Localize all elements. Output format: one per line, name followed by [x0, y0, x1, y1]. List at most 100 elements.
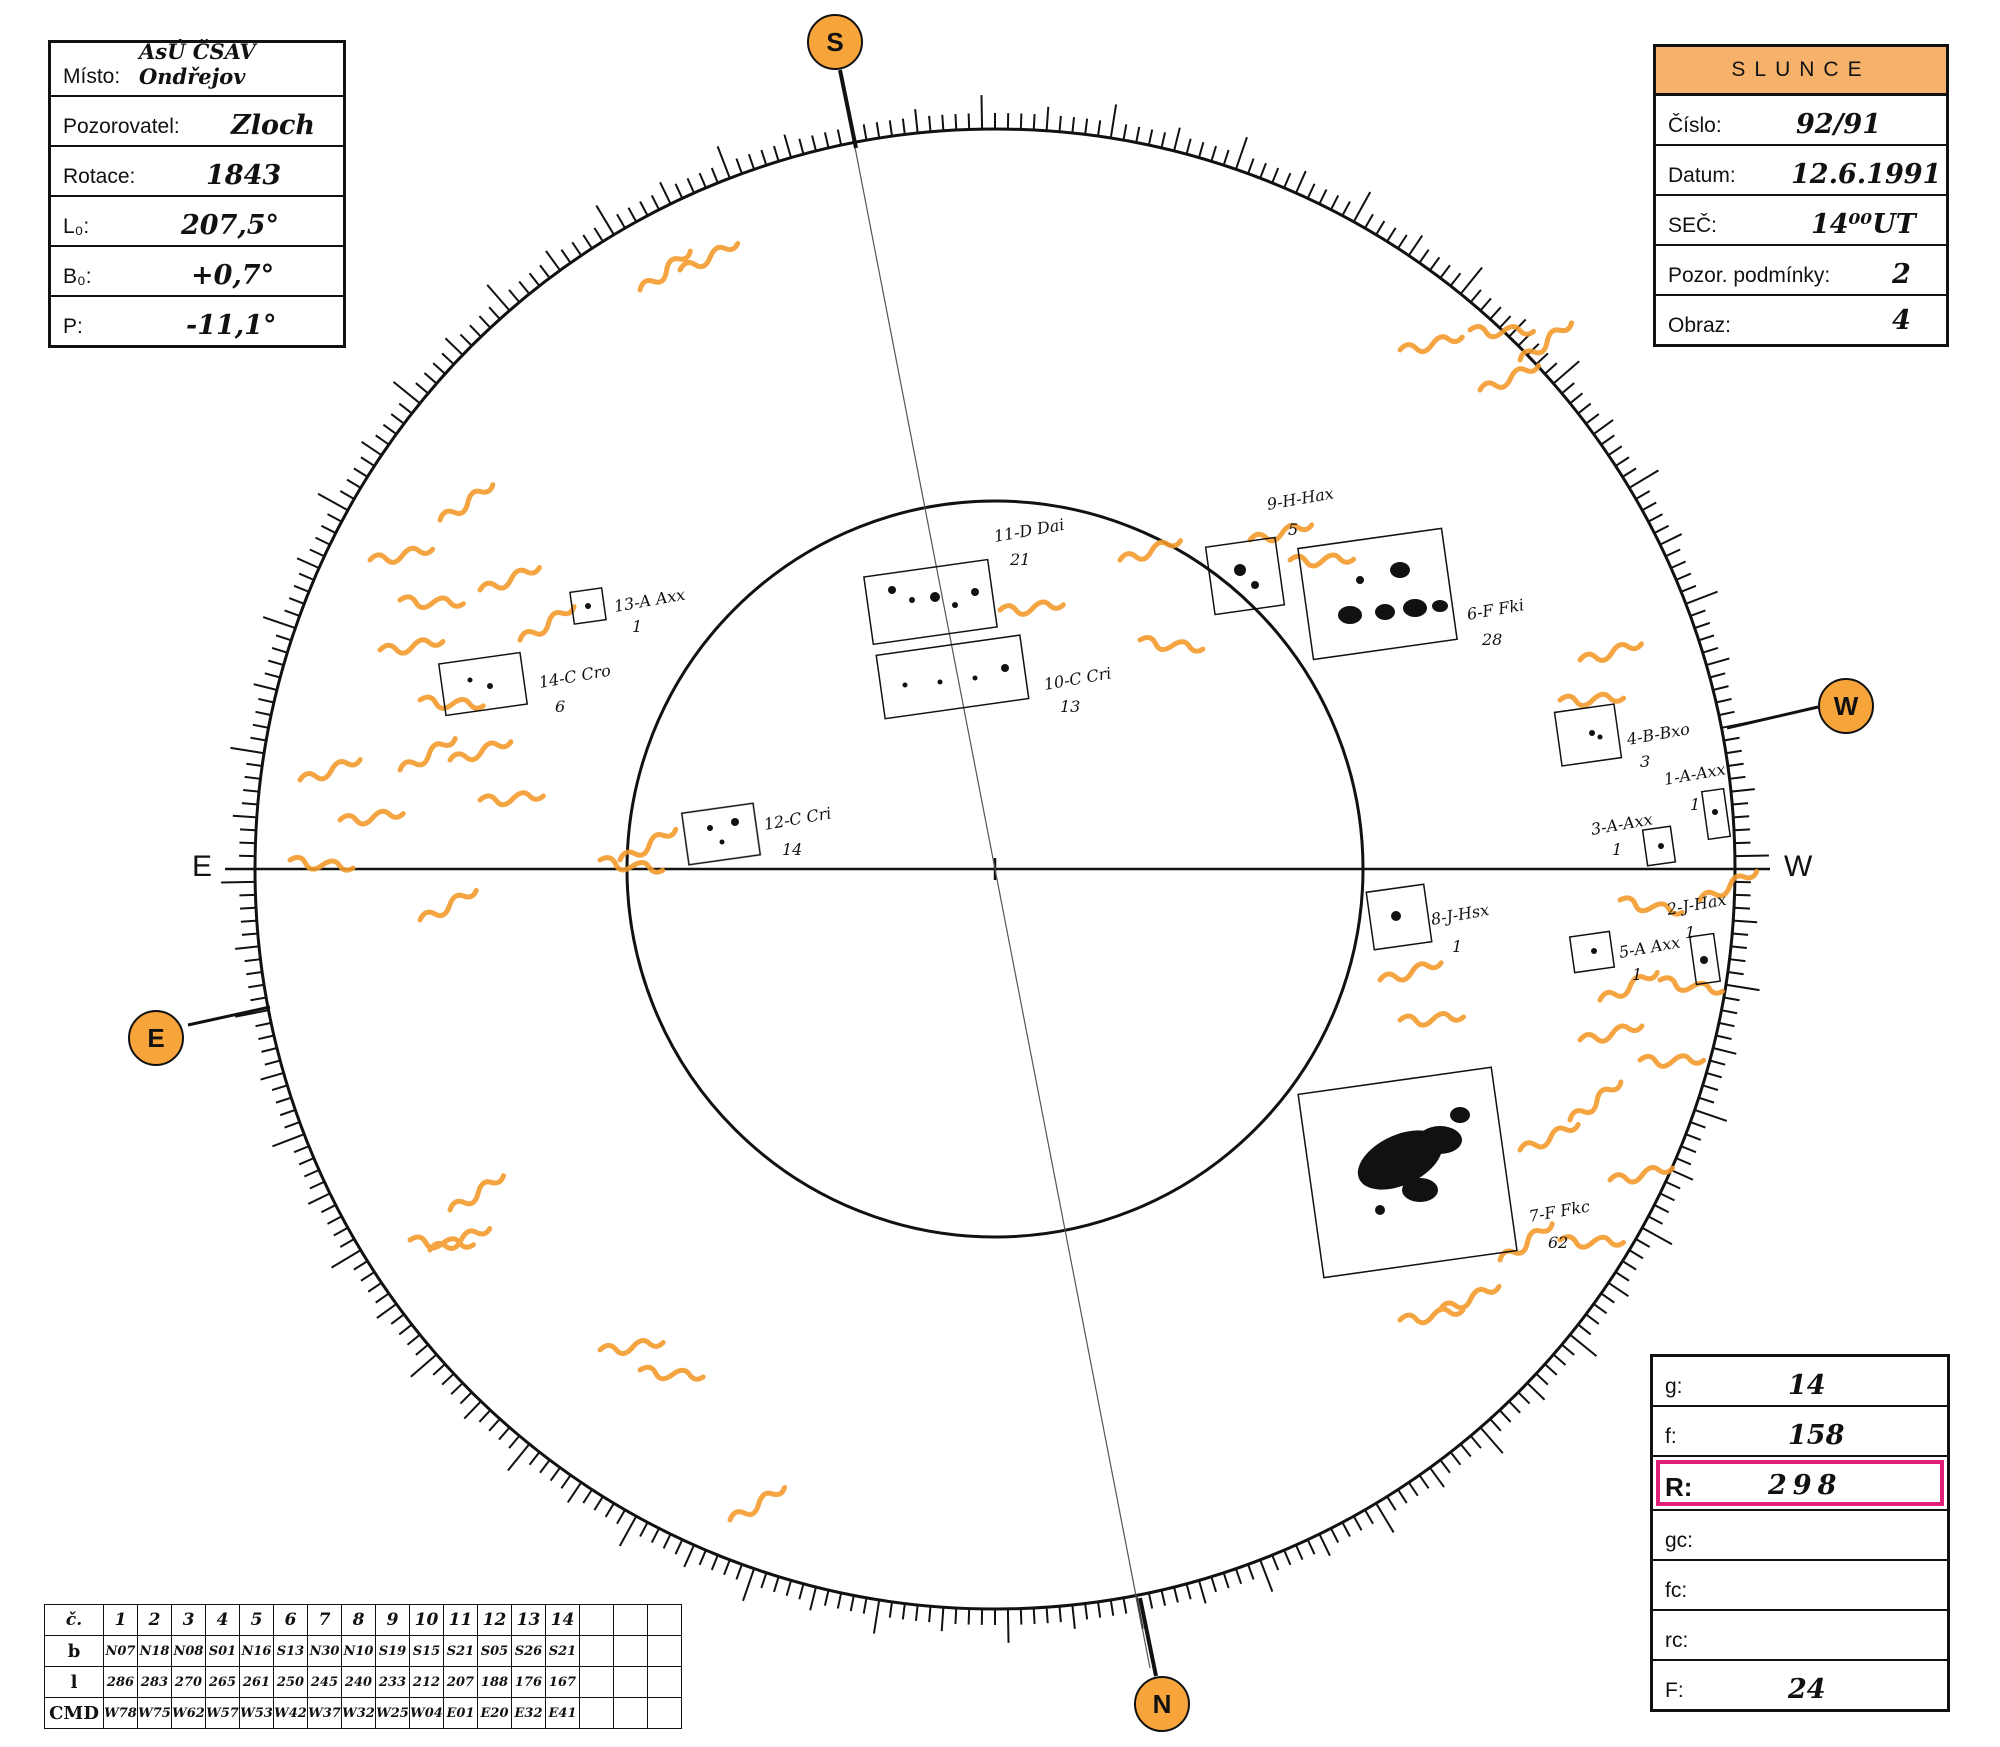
degree-tick	[243, 788, 260, 793]
group-box-14	[437, 651, 529, 717]
degree-tick	[1680, 1145, 1697, 1154]
degree-tick	[339, 490, 355, 500]
degree-tick	[928, 115, 932, 132]
table-cell	[579, 1697, 614, 1729]
degree-tick	[1330, 1527, 1340, 1544]
degree-tick	[392, 381, 421, 405]
degree-tick	[1160, 1589, 1167, 1606]
degree-tick	[275, 1096, 292, 1104]
degree-tick	[1622, 467, 1637, 478]
degree-tick	[1607, 445, 1623, 457]
degree-tick	[698, 172, 707, 189]
degree-tick	[1135, 126, 1141, 143]
degree-tick	[862, 124, 868, 141]
table-cell: 270	[171, 1666, 206, 1698]
table-cell: S05	[477, 1635, 512, 1667]
degree-tick	[798, 1583, 805, 1600]
east-badge: E	[128, 1010, 184, 1066]
group-count-8: 1	[1452, 937, 1462, 956]
facula-mark	[517, 604, 577, 643]
table-cell: 265	[205, 1666, 240, 1698]
degree-tick	[545, 250, 561, 271]
table-cell	[647, 1604, 682, 1636]
pozorovatel-value: Zloch	[231, 110, 316, 141]
degree-tick	[239, 906, 257, 910]
g-row: g: 14	[1653, 1357, 1947, 1407]
degree-tick	[698, 1549, 707, 1566]
degree-tick	[376, 1303, 397, 1319]
facula-mark	[437, 482, 496, 523]
facula-mark	[1477, 362, 1542, 393]
degree-tick	[261, 1047, 278, 1053]
degree-tick	[327, 513, 343, 523]
table-cell: 286	[103, 1666, 138, 1698]
table-cell: N08	[171, 1635, 206, 1667]
group-label-14: 14-C Cro	[537, 661, 612, 692]
obraz-label: Obraz:	[1668, 314, 1732, 337]
degree-tick	[375, 1292, 390, 1304]
table-cell	[613, 1604, 648, 1636]
degree-tick	[1733, 906, 1751, 910]
degree-tick	[914, 1604, 919, 1621]
degree-tick	[710, 167, 719, 184]
degree-tick	[469, 324, 482, 338]
facula-mark	[397, 594, 466, 611]
facula-mark	[1517, 320, 1575, 363]
misto-row: Místo: AsÚ ČSAV Ondřejov	[51, 39, 343, 97]
facula-mark	[1137, 635, 1206, 654]
pozor-value: 2	[1892, 259, 1911, 290]
group-count-5: 1	[1632, 965, 1642, 984]
degree-tick	[1019, 113, 1023, 130]
degree-tick	[888, 1601, 894, 1618]
degree-tick	[1084, 1603, 1089, 1620]
west-label: W	[1784, 850, 1813, 883]
facula-mark	[1557, 691, 1627, 709]
facula-mark	[1577, 1023, 1645, 1044]
degree-tick	[1727, 762, 1744, 768]
degree-tick	[1733, 919, 1758, 924]
south-pointer	[838, 69, 858, 149]
facula-mark	[1617, 895, 1685, 917]
degree-tick	[258, 1034, 275, 1041]
degree-tick	[1234, 1568, 1243, 1585]
facula-mark	[1287, 552, 1357, 569]
group-count-4: 3	[1640, 752, 1650, 771]
degree-tick	[1386, 227, 1397, 242]
facula-mark	[637, 1364, 706, 1382]
degree-tick	[1318, 189, 1328, 205]
degree-tick	[716, 146, 731, 179]
degree-tick	[232, 814, 257, 819]
degree-tick	[253, 683, 278, 691]
fc-row: fc:	[1653, 1561, 1947, 1611]
table-cell	[579, 1635, 614, 1667]
f-label: f:	[1665, 1425, 1677, 1448]
degree-tick	[248, 983, 265, 989]
table-cell	[647, 1697, 682, 1729]
facula-mark	[597, 1338, 666, 1357]
degree-tick	[595, 205, 615, 236]
degree-tick	[353, 1260, 368, 1271]
group-label-2: 2-J-Hax	[1664, 890, 1727, 919]
degree-tick	[1715, 1034, 1732, 1041]
degree-tick	[1607, 1281, 1629, 1298]
degree-tick	[361, 440, 383, 457]
degree-tick	[1561, 382, 1575, 395]
table-cell: W57	[205, 1697, 240, 1729]
degree-tick	[1439, 264, 1451, 279]
degree-tick	[1109, 104, 1118, 139]
degree-tick	[1659, 1192, 1675, 1202]
degree-tick	[616, 213, 626, 229]
degree-tick	[309, 1180, 325, 1190]
group-box-7	[1297, 1066, 1518, 1279]
degree-tick	[507, 1443, 531, 1472]
degree-tick	[1685, 590, 1718, 605]
degree-tick	[1647, 513, 1663, 523]
degree-tick	[1698, 1096, 1715, 1104]
degree-tick	[1210, 1576, 1217, 1593]
group-box-12	[680, 802, 762, 866]
group-box-9	[1204, 536, 1286, 616]
rotace-label: Rotace:	[63, 165, 136, 188]
table-cell: E01	[443, 1697, 478, 1729]
degree-tick	[1210, 145, 1217, 162]
